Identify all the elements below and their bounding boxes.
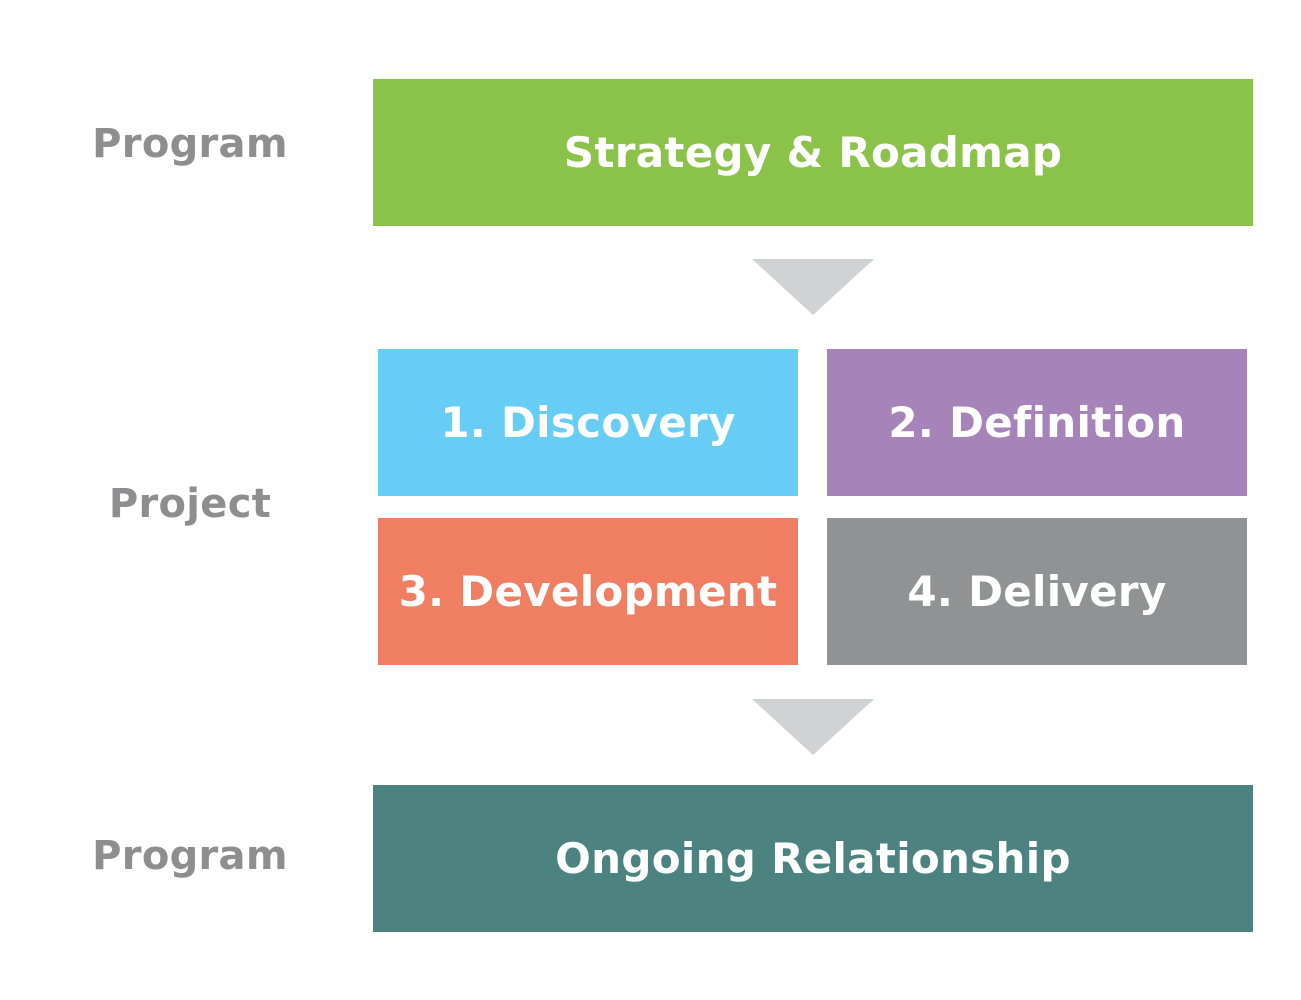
development-box: 3. Development	[378, 518, 798, 665]
down-arrow-icon-1	[752, 259, 874, 315]
program-label-bottom: Program	[92, 833, 288, 879]
discovery-box: 1. Discovery	[378, 349, 798, 496]
delivery-box: 4. Delivery	[827, 518, 1247, 665]
strategy-roadmap-box: Strategy & Roadmap	[373, 79, 1253, 226]
definition-text: 2. Definition	[888, 398, 1186, 447]
down-arrow-icon-2	[752, 699, 874, 755]
discovery-text: 1. Discovery	[440, 398, 736, 447]
delivery-text: 4. Delivery	[907, 567, 1167, 616]
ongoing-relationship-text: Ongoing Relationship	[555, 834, 1071, 883]
development-text: 3. Development	[398, 567, 778, 616]
ongoing-relationship-box: Ongoing Relationship	[373, 785, 1253, 932]
project-label: Project	[108, 481, 272, 527]
strategy-roadmap-text: Strategy & Roadmap	[563, 128, 1063, 177]
program-label-top: Program	[92, 121, 288, 167]
definition-box: 2. Definition	[827, 349, 1247, 496]
